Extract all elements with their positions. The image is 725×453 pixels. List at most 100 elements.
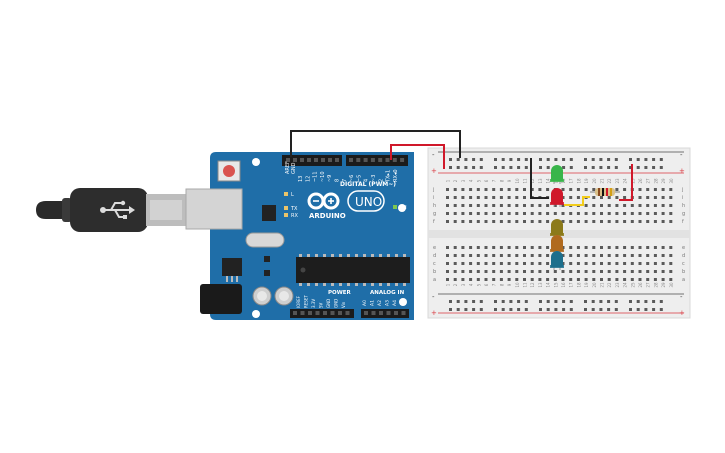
terminal-hole[interactable] [538,188,542,191]
rail-hole[interactable] [591,308,595,311]
terminal-hole[interactable] [661,212,665,215]
header-hole[interactable] [400,158,405,162]
rail-hole[interactable] [607,166,611,169]
rail-hole[interactable] [494,300,497,303]
terminal-hole[interactable] [446,220,449,223]
terminal-hole[interactable] [446,254,449,257]
terminal-hole[interactable] [538,262,542,265]
terminal-hole[interactable] [523,188,526,191]
rail-hole[interactable] [614,308,618,311]
terminal-hole[interactable] [615,204,619,207]
terminal-hole[interactable] [661,220,665,223]
terminal-hole[interactable] [492,270,496,273]
terminal-hole[interactable] [523,246,526,249]
rail-hole[interactable] [546,308,550,311]
terminal-hole[interactable] [515,212,519,215]
terminal-hole[interactable] [469,270,473,273]
header-hole[interactable] [392,158,397,162]
terminal-hole[interactable] [507,270,511,273]
terminal-hole[interactable] [607,212,611,215]
rail-hole[interactable] [479,308,483,311]
terminal-hole[interactable] [461,204,465,207]
terminal-hole[interactable] [623,204,627,207]
terminal-hole[interactable] [492,254,496,257]
rail-hole[interactable] [464,166,468,169]
rail-hole[interactable] [456,158,460,161]
terminal-hole[interactable] [446,188,449,191]
terminal-hole[interactable] [584,212,588,215]
terminal-hole[interactable] [569,212,573,215]
terminal-hole[interactable] [561,220,565,223]
terminal-hole[interactable] [646,270,650,273]
terminal-hole[interactable] [600,254,603,257]
terminal-hole[interactable] [484,196,488,199]
rail-hole[interactable] [554,300,558,303]
terminal-hole[interactable] [661,270,665,273]
terminal-hole[interactable] [600,246,603,249]
terminal-hole[interactable] [569,262,573,265]
rail-hole[interactable] [517,158,521,161]
terminal-hole[interactable] [653,196,657,199]
terminal-hole[interactable] [561,204,565,207]
yellow-wire-led[interactable] [564,196,590,206]
terminal-hole[interactable] [653,188,657,191]
header-hole[interactable] [378,158,383,162]
terminal-hole[interactable] [523,220,526,223]
terminal-hole[interactable] [507,196,511,199]
terminal-hole[interactable] [484,204,488,207]
terminal-hole[interactable] [638,212,642,215]
terminal-hole[interactable] [453,196,457,199]
terminal-hole[interactable] [453,220,457,223]
header-hole[interactable] [371,311,376,315]
terminal-hole[interactable] [646,204,650,207]
terminal-hole[interactable] [484,278,488,281]
wires[interactable] [290,130,633,206]
terminal-hole[interactable] [669,262,673,265]
terminal-hole[interactable] [461,262,465,265]
rail-hole[interactable] [614,158,618,161]
terminal-hole[interactable] [499,254,503,257]
terminal-hole[interactable] [446,246,449,249]
rail-hole[interactable] [644,158,648,161]
rail-hole[interactable] [539,300,542,303]
terminal-hole[interactable] [638,188,642,191]
rail-hole[interactable] [599,308,603,311]
terminal-hole[interactable] [553,270,557,273]
header-hole[interactable] [300,311,305,315]
terminal-hole[interactable] [615,270,619,273]
terminal-hole[interactable] [476,196,480,199]
terminal-hole[interactable] [469,212,473,215]
header-hole[interactable] [349,158,353,162]
terminal-hole[interactable] [461,254,465,257]
rail-hole[interactable] [539,158,542,161]
rail-hole[interactable] [479,158,483,161]
terminal-hole[interactable] [638,254,642,257]
header-hole[interactable] [293,311,297,315]
terminal-hole[interactable] [530,262,534,265]
terminal-hole[interactable] [630,212,634,215]
terminal-hole[interactable] [546,188,550,191]
terminal-hole[interactable] [630,278,634,281]
terminal-hole[interactable] [653,254,657,257]
header-hole[interactable] [330,311,335,315]
terminal-hole[interactable] [592,212,596,215]
terminal-hole[interactable] [530,188,534,191]
terminal-hole[interactable] [453,262,457,265]
rail-hole[interactable] [472,166,476,169]
terminal-hole[interactable] [669,278,673,281]
terminal-hole[interactable] [661,262,665,265]
terminal-hole[interactable] [584,220,588,223]
terminal-hole[interactable] [630,246,634,249]
terminal-hole[interactable] [453,212,457,215]
rail-hole[interactable] [562,300,566,303]
terminal-hole[interactable] [615,196,619,199]
terminal-hole[interactable] [538,246,542,249]
rail-hole[interactable] [546,300,550,303]
rail-hole[interactable] [584,166,587,169]
terminal-hole[interactable] [484,270,488,273]
rail-hole[interactable] [629,166,632,169]
rail-hole[interactable] [652,166,656,169]
terminal-hole[interactable] [469,246,473,249]
header-hole[interactable] [394,311,398,315]
